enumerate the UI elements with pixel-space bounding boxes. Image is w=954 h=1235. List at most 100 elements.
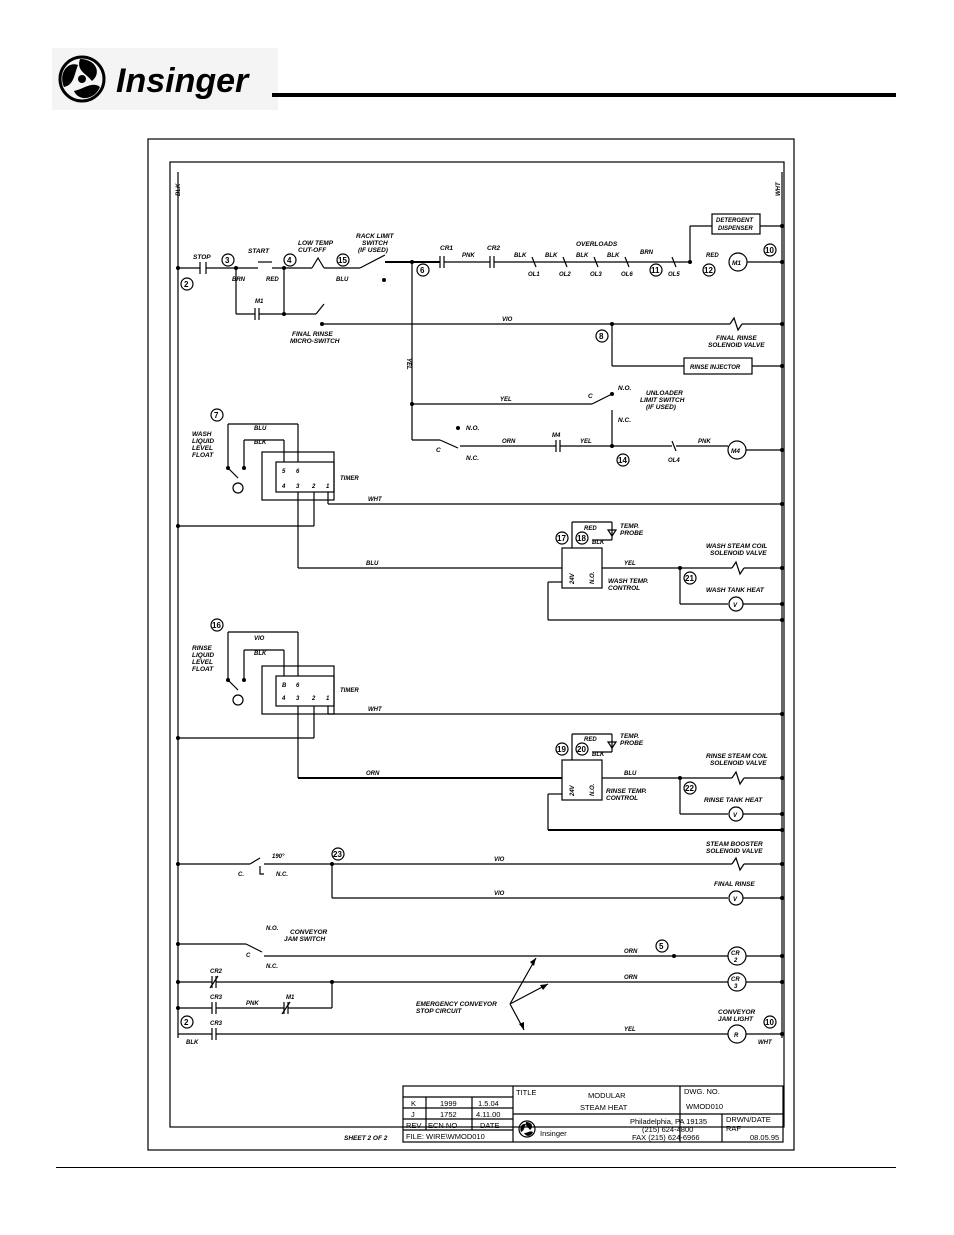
wire-label: 11 bbox=[651, 266, 660, 275]
wire-label: SOLENOID VALVE bbox=[710, 550, 767, 557]
node-15: 15 bbox=[336, 253, 350, 267]
wire-label: SOLENOID VALVE bbox=[706, 848, 763, 855]
wire-label: 4 bbox=[281, 696, 286, 702]
wire-label: BLK bbox=[592, 540, 605, 546]
wire-label: N.C. bbox=[618, 417, 631, 424]
wire-label: BLK bbox=[254, 440, 267, 446]
wire-label: 23 bbox=[333, 850, 342, 859]
wire-label: 3 bbox=[734, 984, 738, 990]
wire-label: BRN bbox=[640, 250, 654, 256]
wire-label: TIMER bbox=[340, 688, 359, 694]
wire-label: (215) 624-4800 bbox=[642, 1125, 693, 1134]
node-11: 11 bbox=[649, 263, 663, 277]
wire-label: EMERGENCY CONVEYOR bbox=[416, 1001, 497, 1008]
wire-label: DISPENSER bbox=[718, 226, 753, 232]
wire-label: WHT bbox=[368, 707, 383, 713]
wire-label: CONVEYOR bbox=[290, 929, 328, 936]
wire-label: Philadelphia, PA 19135 bbox=[630, 1117, 707, 1126]
wire-label: FINAL RINSE bbox=[716, 335, 757, 342]
node-2a: 2 bbox=[180, 277, 194, 291]
wire-label: OL3 bbox=[590, 272, 602, 278]
wire-label: OL5 bbox=[668, 272, 680, 278]
wire-label: 2 bbox=[184, 1018, 189, 1027]
wire-label: BLK bbox=[176, 183, 182, 196]
wire-label: OVERLOADS bbox=[576, 241, 618, 248]
wire-label: 16 bbox=[212, 621, 221, 630]
wire-label: VIO bbox=[494, 891, 505, 897]
wire-label: WASH bbox=[192, 431, 212, 438]
wire-label: LIQUID bbox=[192, 652, 214, 659]
wire-label: RED bbox=[584, 526, 597, 532]
wire-label: ORN bbox=[624, 975, 638, 981]
wire-label: FLOAT bbox=[192, 666, 214, 673]
wire-label: FAX (215) 624-6966 bbox=[632, 1133, 700, 1142]
wire-label: 24V bbox=[570, 572, 576, 585]
wire-label: BLU bbox=[624, 771, 637, 777]
wire-label: 7 bbox=[214, 411, 219, 420]
title-block: K 1999 1.5.04 J 1752 4.11.00 REV ECN NO … bbox=[344, 1085, 784, 1143]
wire-label: J bbox=[411, 1110, 415, 1119]
wire-label: REV bbox=[406, 1121, 421, 1130]
wire-label: 1999 bbox=[440, 1099, 457, 1108]
wire-label: M1 bbox=[255, 299, 264, 305]
wire-label: LOW TEMP bbox=[298, 240, 334, 247]
wire-label: VIO bbox=[254, 636, 265, 642]
wire-label: YEL bbox=[580, 439, 592, 445]
wire-label: 3 bbox=[296, 696, 300, 702]
node-22: 22 bbox=[683, 781, 697, 795]
wire-label: 2 bbox=[311, 484, 316, 490]
wire-label: 15 bbox=[338, 256, 347, 265]
wire-label: MODULAR bbox=[588, 1091, 626, 1100]
wire-label: N.O. bbox=[266, 926, 279, 932]
wire-label: R bbox=[734, 1033, 739, 1039]
wire-label: OL2 bbox=[559, 272, 571, 278]
wire-label: BLK bbox=[592, 752, 605, 758]
wire-label: C bbox=[436, 447, 441, 454]
wire-label: SHEET 2 OF 2 bbox=[344, 1135, 388, 1142]
wire-label: CR bbox=[731, 951, 740, 957]
wire-label: BLU bbox=[254, 426, 267, 432]
node-3: 3 bbox=[221, 253, 235, 267]
wire-label: TEMP. bbox=[620, 733, 639, 740]
wire-label: CR3 bbox=[210, 995, 223, 1001]
wire-label: CR2 bbox=[487, 245, 500, 252]
wire-label: 22 bbox=[685, 784, 694, 793]
wire-label: 10 bbox=[765, 1018, 774, 1027]
wire-label: 08.05.95 bbox=[750, 1133, 779, 1142]
wire-label: VIO bbox=[494, 857, 505, 863]
node-20: 20 bbox=[575, 742, 589, 756]
node-23: 23 bbox=[331, 847, 345, 861]
wire-label: TITLE bbox=[516, 1088, 536, 1097]
wire-label: DRWN/DATE bbox=[726, 1115, 771, 1124]
wire-label: CUT-OFF bbox=[298, 247, 327, 254]
wire-label: BLK bbox=[545, 253, 558, 259]
wire-label: 190° bbox=[272, 854, 285, 860]
wire-label: C. bbox=[238, 872, 244, 878]
footer-rule bbox=[56, 1167, 896, 1168]
wire-label: 2 bbox=[311, 696, 316, 702]
wire-label: CR bbox=[731, 977, 740, 983]
wire-label: BLK bbox=[514, 253, 527, 259]
node-12: 12 bbox=[702, 263, 716, 277]
wire-label: PNK bbox=[246, 1001, 259, 1007]
wire-label: C bbox=[246, 953, 251, 959]
wire-label: 1 bbox=[326, 696, 330, 702]
wire-label: WHT bbox=[368, 497, 383, 503]
wire-label: 4 bbox=[287, 256, 292, 265]
wire-label: VIO bbox=[502, 317, 513, 323]
wire-label: 19 bbox=[557, 745, 566, 754]
wire-label: WMOD010 bbox=[686, 1102, 723, 1111]
wire-label: M4 bbox=[552, 433, 561, 439]
wire-label: K bbox=[411, 1099, 416, 1108]
brand-name: Insinger bbox=[116, 62, 250, 100]
wire-label: STOP bbox=[193, 254, 211, 261]
wire-label: 4 bbox=[281, 484, 286, 490]
wire-label: YEL bbox=[624, 561, 636, 567]
wire-label: FINAL RINSE bbox=[714, 881, 755, 888]
wire-label: V bbox=[733, 603, 738, 609]
wire-label: CONTROL bbox=[606, 795, 638, 802]
node-14: 14 bbox=[616, 453, 630, 467]
wire-label: C bbox=[588, 393, 593, 400]
title-block-logo-icon bbox=[518, 1120, 536, 1138]
wire-label: WASH TEMP. bbox=[608, 578, 649, 585]
